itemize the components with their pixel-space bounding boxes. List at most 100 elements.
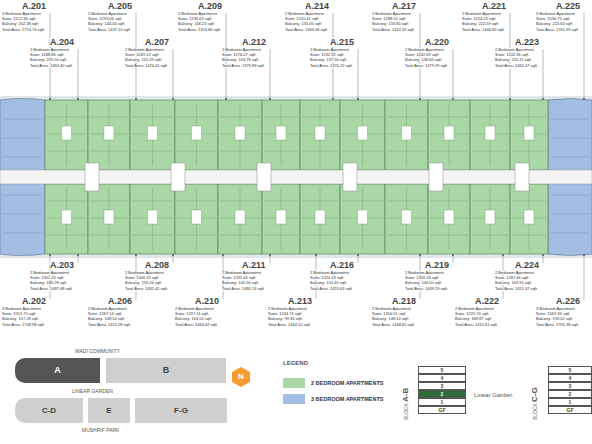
unit-detail: Balcony: 135.05 sqft	[285, 22, 321, 26]
unit-detail: 3 Bedroom Apartment	[2, 307, 41, 311]
core	[343, 163, 357, 191]
unit-detail: Balcony: 144.04 sqft	[88, 22, 124, 26]
floor-box: 1	[548, 398, 592, 406]
leader-dot	[77, 254, 79, 256]
unit-detail: 3 Bedroom Apartment	[536, 12, 575, 16]
unit-detail: Total Area: 1354.86 sqft	[178, 28, 220, 32]
unit-detail: Balcony: 136.60 sqft	[405, 58, 441, 62]
plan-note: Linear Garden	[474, 392, 512, 398]
unit-detail: Balcony: 163.91 sqft	[495, 281, 531, 285]
leader-dot	[49, 98, 51, 100]
unit-detail: Total Area: 1415.61 sqft	[455, 323, 497, 327]
unit-number: A.223	[515, 38, 539, 47]
unit-number: A.217	[392, 2, 416, 11]
unit-detail: 2 Bedroom Apartment	[88, 12, 127, 16]
unit-detail: Suite: 1309.24 sqft	[405, 276, 438, 280]
unit-detail: Balcony: 133.80 sqft	[372, 22, 408, 26]
unit-number: A.215	[330, 38, 354, 47]
floor-box: 3	[548, 382, 592, 390]
unit-number: A.221	[482, 2, 506, 11]
unit-detail: Balcony: 163.51 sqft	[175, 317, 211, 321]
floor-box: 2	[418, 390, 466, 398]
unit-detail: Suite: 1276.07 sqft	[222, 53, 255, 57]
leader-line	[584, 255, 585, 299]
leader-dot	[419, 98, 421, 100]
plan-note: LINEAR GARDEN	[72, 389, 113, 394]
node-label: 2	[569, 392, 572, 397]
unit-detail: Total Area: 1714.74 sqft	[2, 28, 44, 32]
leader-line	[270, 255, 271, 263]
plan-ground	[0, 96, 592, 258]
unit-detail: 3 Bedroom Apartment	[2, 12, 41, 16]
node-label: 5	[569, 368, 572, 373]
leader-line	[173, 255, 174, 263]
unit-detail: Total Area: 1437.10 sqft	[88, 28, 130, 32]
unit-detail: Total Area: 1379.83 sqft	[222, 64, 264, 68]
unit-detail: Total Area: 1455.63 sqft	[310, 287, 352, 291]
unit-detail: 2 Bedroom Apartment	[30, 271, 69, 275]
unit-detail: 2 Bedroom Apartment	[222, 271, 261, 275]
legend-text: 2 BEDROOM APARTMENTS	[311, 380, 383, 386]
floor-box: 2	[548, 390, 592, 398]
unit	[88, 100, 130, 170]
leader-line	[584, 13, 585, 99]
unit-detail: Balcony: 186.28 sqft	[30, 281, 66, 285]
unit	[300, 184, 340, 254]
leader-line	[453, 49, 454, 99]
unit-detail: Suite: 1536.75 sqft	[536, 17, 569, 21]
block-shape: F-G	[135, 398, 227, 423]
unit	[385, 100, 428, 170]
unit-number: A.209	[198, 2, 222, 11]
unit-number: A.220	[425, 38, 449, 47]
unit-detail: Suite: 1224.23 sqft	[462, 17, 495, 21]
unit-detail: Total Area: 1451.37 sqft	[495, 287, 537, 291]
unit	[300, 100, 340, 170]
unit-number: A.214	[305, 2, 329, 11]
node-label: 1	[569, 400, 572, 405]
legend-text: 3 BEDROOM APARTMENTS	[311, 396, 383, 402]
unit-detail: Suite: 1569.36 sqft	[536, 312, 569, 316]
unit-detail: 2 Bedroom Apartment	[455, 307, 494, 311]
legend-swatch	[283, 394, 305, 404]
unit	[262, 184, 300, 254]
unit-detail: 2 Bedroom Apartment	[125, 48, 164, 52]
unit	[340, 100, 385, 170]
unit-detail: Suite: 1244.74 sqft	[268, 312, 301, 316]
unit-detail: Suite: 1267.14 sqft	[88, 312, 121, 316]
leader-dot	[452, 254, 454, 256]
block-shape: B	[106, 358, 226, 383]
unit	[130, 100, 175, 170]
unit-detail: Total Area: 1424.41 sqft	[125, 64, 167, 68]
unit-detail: Balcony: 202.38 sqft	[2, 22, 38, 26]
unit-number: A.205	[108, 2, 132, 11]
floor-box: 4	[418, 374, 466, 382]
unit	[340, 184, 385, 254]
leader-dot	[269, 254, 271, 256]
unit-number: A.207	[145, 38, 169, 47]
unit-detail: 2 Bedroom Apartment	[310, 48, 349, 52]
unit	[428, 184, 470, 254]
leader-dot	[172, 98, 174, 100]
unit-detail: Suite: 1232.92 sqft	[310, 53, 343, 57]
node-label: E	[106, 407, 111, 415]
unit-detail: Balcony: 118.23 sqft	[178, 22, 214, 26]
unit-detail: Balcony: 140.05 sqft	[405, 281, 441, 285]
unit-number: A.226	[556, 297, 580, 306]
leader-line	[358, 49, 359, 99]
unit-detail: Balcony: 156.26 sqft	[125, 281, 161, 285]
unit	[45, 100, 88, 170]
legend-entry: 2 BEDROOM APARTMENTS	[283, 378, 383, 388]
node-label: 2	[441, 392, 444, 397]
unit-number: A.219	[425, 261, 449, 270]
unit-detail: Total Area: 1765.38 sqft	[536, 323, 578, 327]
unit-detail: Total Area: 1487.48 sqft	[30, 287, 72, 291]
leader-dot	[357, 254, 359, 256]
unit-detail: Total Area: 1415.28 sqft	[88, 323, 130, 327]
unit-detail: Suite: 1335.44 sqft	[222, 276, 255, 280]
leader-line	[78, 255, 79, 263]
block-shape: C-D	[15, 398, 83, 423]
compass: N	[231, 367, 251, 387]
leader-dot	[172, 254, 174, 256]
unit-detail: Total Area: 1422.32 sqft	[372, 28, 414, 32]
leader-dot	[135, 254, 137, 256]
